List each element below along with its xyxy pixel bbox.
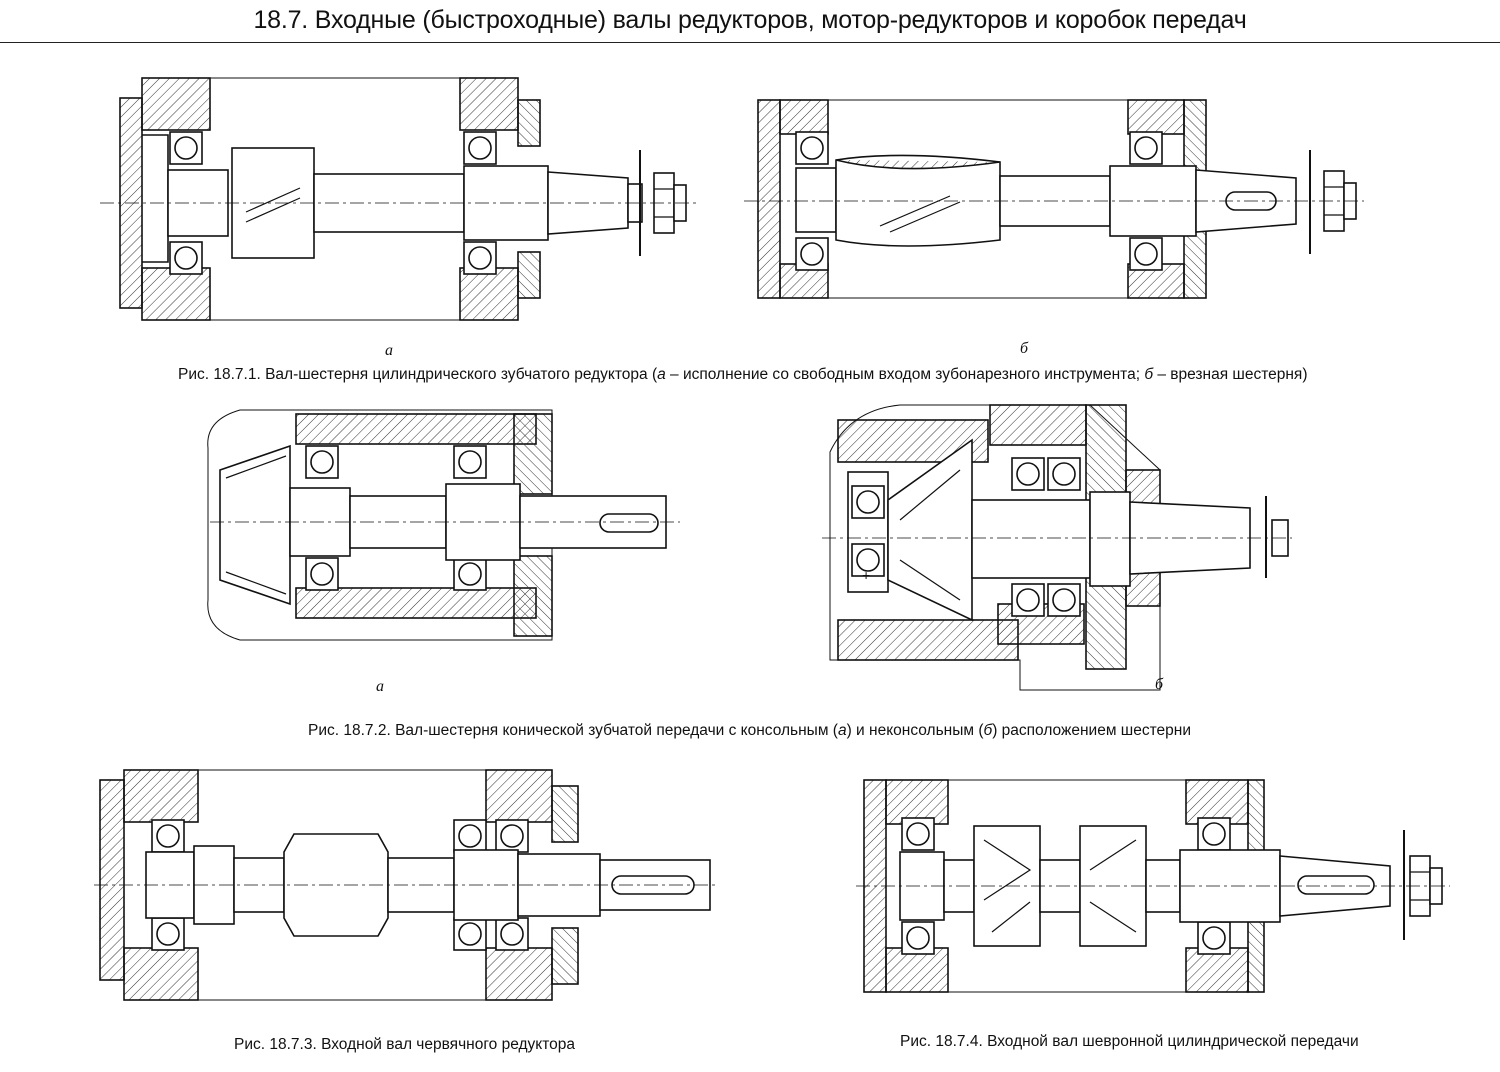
svg-text:+: +: [862, 567, 870, 583]
fig-18-7-2-caption: Рис. 18.7.2. Вал-шестерня конической зуб…: [308, 722, 1191, 739]
fig-18-7-1-caption: Рис. 18.7.1. Вал-шестерня цилиндрическог…: [178, 366, 1308, 383]
fig-18-7-1b-label: б: [1020, 340, 1029, 357]
fig-18-7-1b-drawing: [744, 99, 1364, 299]
page-title: 18.7. Входные (быстроходные) валы редукт…: [253, 6, 1247, 34]
fig-18-7-2a-label: а: [376, 678, 384, 695]
fig-18-7-3-caption: Рис. 18.7.3. Входной вал червячного реду…: [234, 1036, 576, 1053]
fig-18-7-3-drawing: [94, 769, 718, 1001]
fig-18-7-1a-label: а: [385, 342, 393, 359]
fig-18-7-2a-drawing: [207, 409, 680, 641]
fig-18-7-2b-label: б: [1155, 676, 1164, 693]
fig-18-7-1a-drawing: [100, 77, 700, 321]
title-divider: [0, 42, 1500, 43]
fig-18-7-4-caption: Рис. 18.7.4. Входной вал шевронной цилин…: [900, 1033, 1359, 1050]
fig-18-7-2b-drawing: +: [822, 404, 1292, 691]
fig-18-7-4-drawing: [856, 779, 1450, 993]
